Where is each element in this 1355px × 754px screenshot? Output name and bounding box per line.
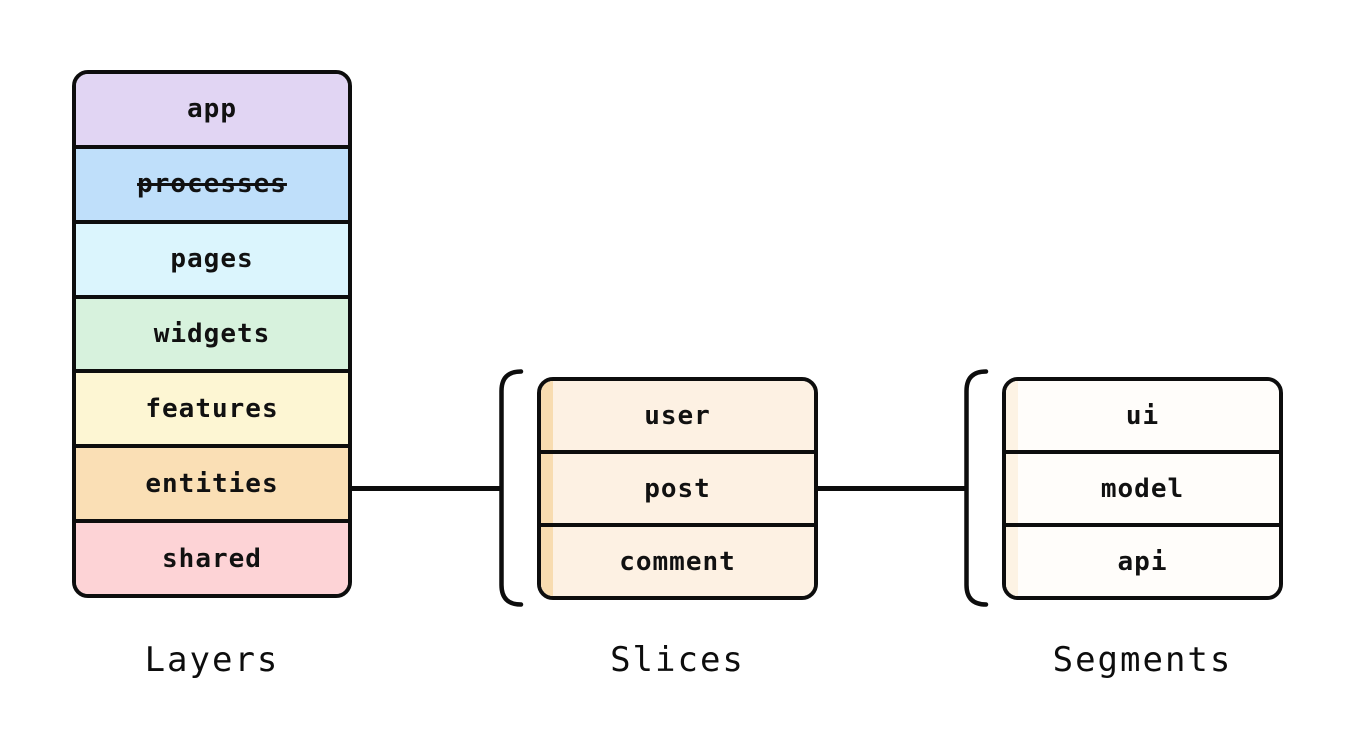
layer-row-features: features [76,373,348,449]
segment-label-model: model [1100,473,1185,504]
layer-label-app: app [187,94,237,125]
slice-accent-stripe [541,454,553,523]
slices-box: user post comment [537,377,818,600]
slice-row-user: user [541,381,814,454]
layer-row-shared: shared [76,523,348,594]
segments-box: ui model api [1002,377,1283,600]
slice-label-comment: comment [619,546,736,577]
layer-label-widgets: widgets [153,319,271,349]
segment-accent-stripe [1006,381,1018,450]
slice-row-post: post [541,454,814,527]
slice-label-post: post [644,473,711,504]
segment-row-ui: ui [1006,381,1279,454]
segment-row-api: api [1006,527,1279,596]
layers-stack: app processes pages widgets features ent… [72,70,352,598]
slice-accent-stripe [541,527,553,596]
layer-row-pages: pages [76,223,348,299]
layer-row-widgets: widgets [76,298,348,374]
left-bracket-icon [499,369,524,607]
slice-label-user: user [644,400,711,431]
segment-row-model: model [1006,454,1279,527]
segments-caption: Segments [1052,640,1233,680]
connector-line-layers-to-slices [350,486,502,491]
layer-row-entities: entities [76,448,348,524]
layers-caption: Layers [144,640,280,680]
slice-row-comment: comment [541,527,814,596]
segment-label-api: api [1117,546,1168,577]
layer-row-app: app [76,74,348,149]
segment-accent-stripe [1006,454,1018,523]
layer-label-shared: shared [162,543,262,574]
segment-label-ui: ui [1125,400,1160,431]
left-bracket-icon [964,369,989,607]
slices-caption: Slices [610,640,745,680]
layer-label-processes: processes [137,169,287,200]
slice-accent-stripe [541,381,553,450]
connector-line-slices-to-segments [814,486,967,491]
layer-label-features: features [145,393,279,424]
layer-row-processes: processes [76,148,348,224]
layer-label-entities: entities [145,468,279,499]
segment-accent-stripe [1006,527,1018,596]
layer-label-pages: pages [170,244,254,275]
